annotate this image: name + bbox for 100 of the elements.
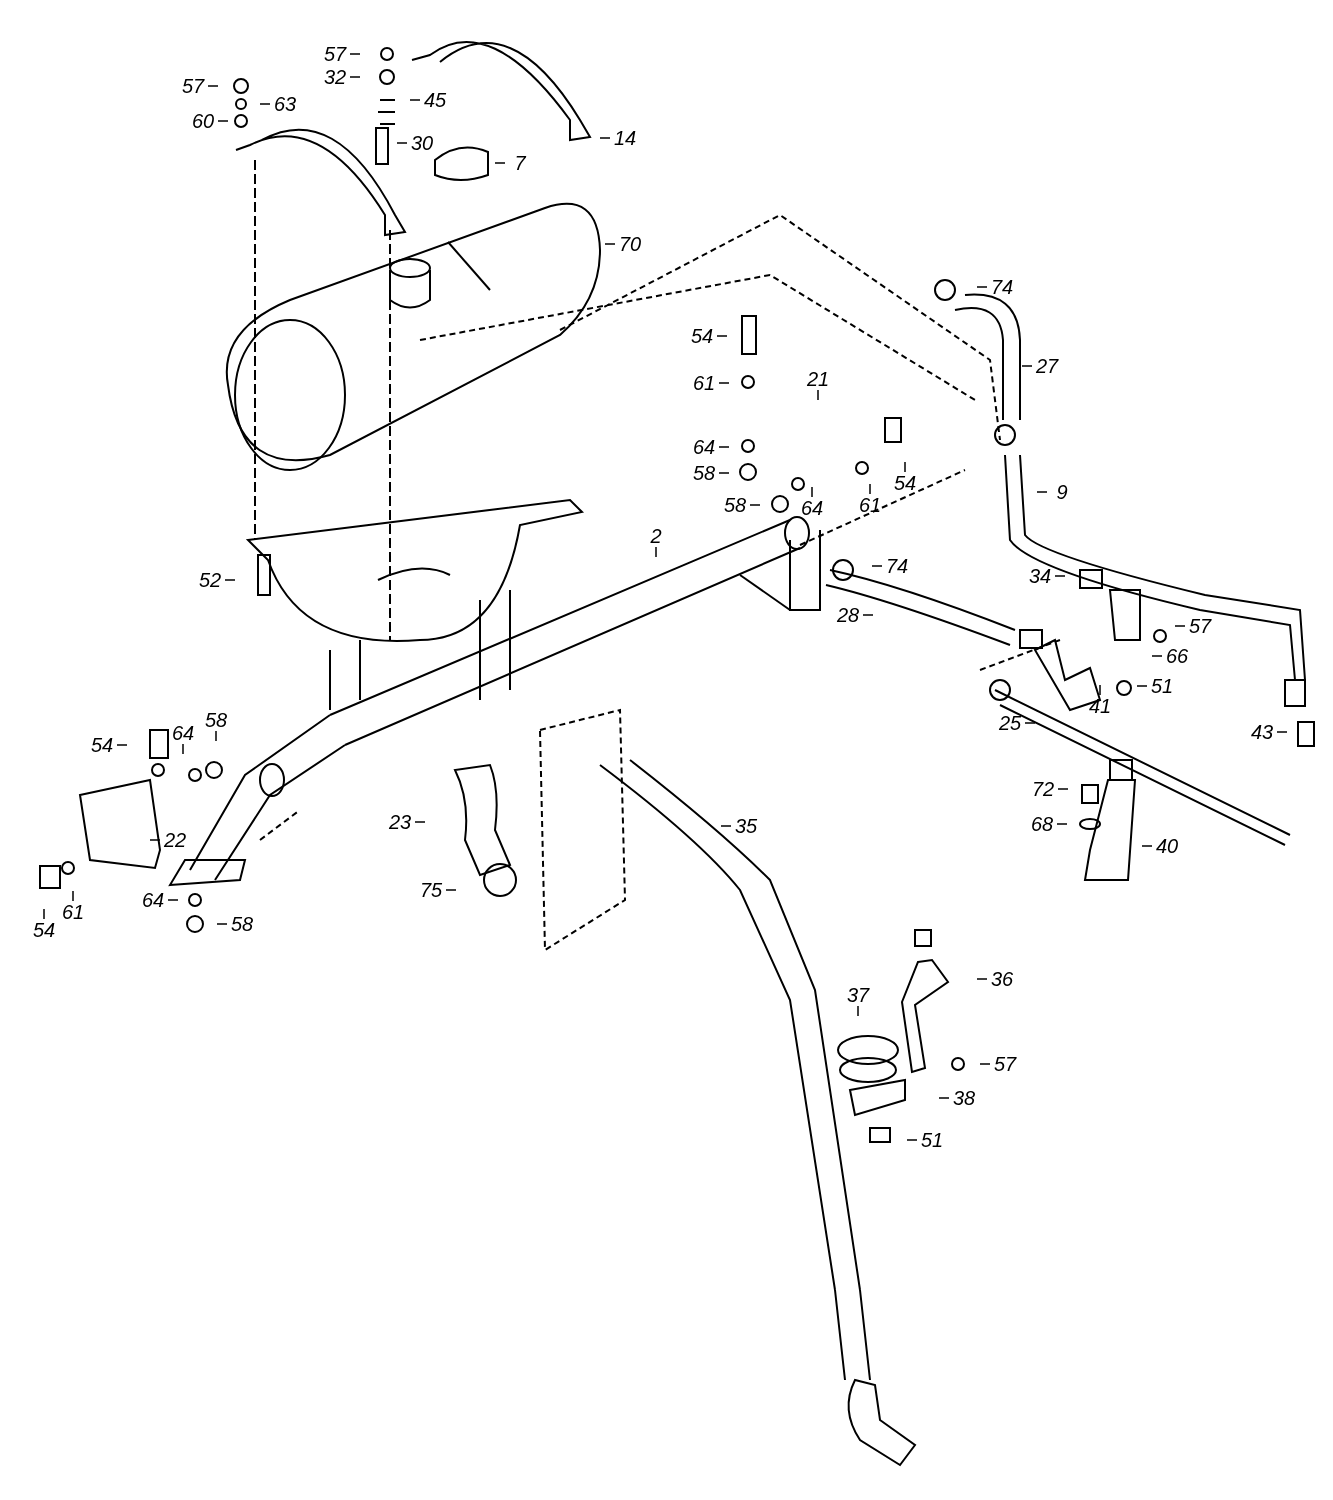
callout-number: 45 <box>420 89 450 111</box>
callout-number: 61 <box>855 494 885 516</box>
leader-line <box>1057 788 1069 790</box>
leader-line <box>979 1063 991 1065</box>
callout-number: 64 <box>797 497 827 519</box>
leader-line <box>862 614 874 616</box>
leader-line <box>1136 685 1148 687</box>
callout-number: 63 <box>270 93 300 115</box>
callout-number: 66 <box>1162 645 1192 667</box>
callout-number: 64 <box>138 889 168 911</box>
leader-line <box>857 1005 859 1017</box>
callout-number: 54 <box>87 734 117 756</box>
leader-line <box>149 839 161 841</box>
callout-number: 37 <box>843 984 873 1006</box>
callout-number: 27 <box>1032 355 1062 377</box>
callout-number: 14 <box>610 127 640 149</box>
callout-number: 25 <box>995 712 1025 734</box>
callout-number: 30 <box>407 132 437 154</box>
leader-line <box>215 730 217 742</box>
callout-number: 52 <box>195 569 225 591</box>
callout-number: 54 <box>29 919 59 941</box>
callout-number: 70 <box>615 233 645 255</box>
leader-line <box>604 243 616 245</box>
leader-line <box>1141 845 1153 847</box>
leader-line <box>1276 731 1288 733</box>
callout-number: 22 <box>160 829 190 851</box>
leader-line <box>409 99 421 101</box>
leader-line <box>871 565 883 567</box>
leader-line <box>414 821 426 823</box>
leader-line <box>1036 491 1048 493</box>
leader-line <box>494 162 506 164</box>
callout-number: 41 <box>1085 695 1115 717</box>
callout-number: 72 <box>1028 778 1058 800</box>
leader-line <box>976 286 988 288</box>
leader-line <box>216 923 228 925</box>
leader-line <box>445 889 457 891</box>
leader-line <box>599 137 611 139</box>
callout-number: 43 <box>1247 721 1277 743</box>
leader-line <box>1174 625 1186 627</box>
leader-line <box>167 899 179 901</box>
callout-number: 40 <box>1152 835 1182 857</box>
callout-number: 58 <box>689 462 719 484</box>
callout-number: 51 <box>1147 675 1177 697</box>
callout-number: 74 <box>882 555 912 577</box>
callout-number: 9 <box>1047 481 1077 503</box>
leader-line <box>817 389 819 401</box>
leader-line <box>182 743 184 755</box>
callout-number: 57 <box>1185 615 1215 637</box>
leader-line <box>1024 722 1036 724</box>
callout-number: 64 <box>168 722 198 744</box>
callout-number: 28 <box>833 604 863 626</box>
callout-number: 38 <box>949 1087 979 1109</box>
leader-line <box>259 103 271 105</box>
callout-number: 58 <box>227 913 257 935</box>
callout-number: 60 <box>188 110 218 132</box>
leader-line <box>116 744 128 746</box>
callout-number: 36 <box>987 968 1017 990</box>
callout-number: 58 <box>201 709 231 731</box>
leader-line <box>1151 655 1163 657</box>
leader-line <box>720 825 732 827</box>
callout-number: 57 <box>320 43 350 65</box>
callout-number: 68 <box>1027 813 1057 835</box>
leader-line <box>217 120 229 122</box>
leader-line <box>904 461 906 473</box>
leader-line <box>655 546 657 558</box>
leader-line <box>349 76 361 78</box>
leader-line <box>1021 365 1033 367</box>
callout-number: 64 <box>689 436 719 458</box>
leader-line <box>1054 575 1066 577</box>
callout-number: 34 <box>1025 565 1055 587</box>
callout-number: 57 <box>178 75 208 97</box>
leader-line <box>869 483 871 495</box>
callout-number: 61 <box>689 372 719 394</box>
leader-line <box>938 1097 950 1099</box>
callout-number: 21 <box>803 368 833 390</box>
callout-number: 61 <box>58 901 88 923</box>
callout-number: 75 <box>416 879 446 901</box>
leader-line <box>718 472 730 474</box>
callout-number: 2 <box>641 525 671 547</box>
callout-number: 32 <box>320 66 350 88</box>
leader-line <box>716 335 728 337</box>
leader-line <box>718 382 730 384</box>
callout-number: 58 <box>720 494 750 516</box>
callout-number: 23 <box>385 811 415 833</box>
callout-number: 35 <box>731 815 761 837</box>
callout-number: 7 <box>505 152 535 174</box>
callout-number: 51 <box>917 1129 947 1151</box>
callout-number: 57 <box>990 1053 1020 1075</box>
leader-line <box>749 504 761 506</box>
leader-line <box>72 890 74 902</box>
leader-line <box>1099 684 1101 696</box>
leader-line <box>718 446 730 448</box>
callout-number: 74 <box>987 276 1017 298</box>
leader-line <box>207 85 219 87</box>
leader-line <box>396 142 408 144</box>
leader-line <box>811 486 813 498</box>
leader-line <box>976 978 988 980</box>
callout-number: 54 <box>687 325 717 347</box>
leader-line <box>224 579 236 581</box>
callout-number: 54 <box>890 472 920 494</box>
